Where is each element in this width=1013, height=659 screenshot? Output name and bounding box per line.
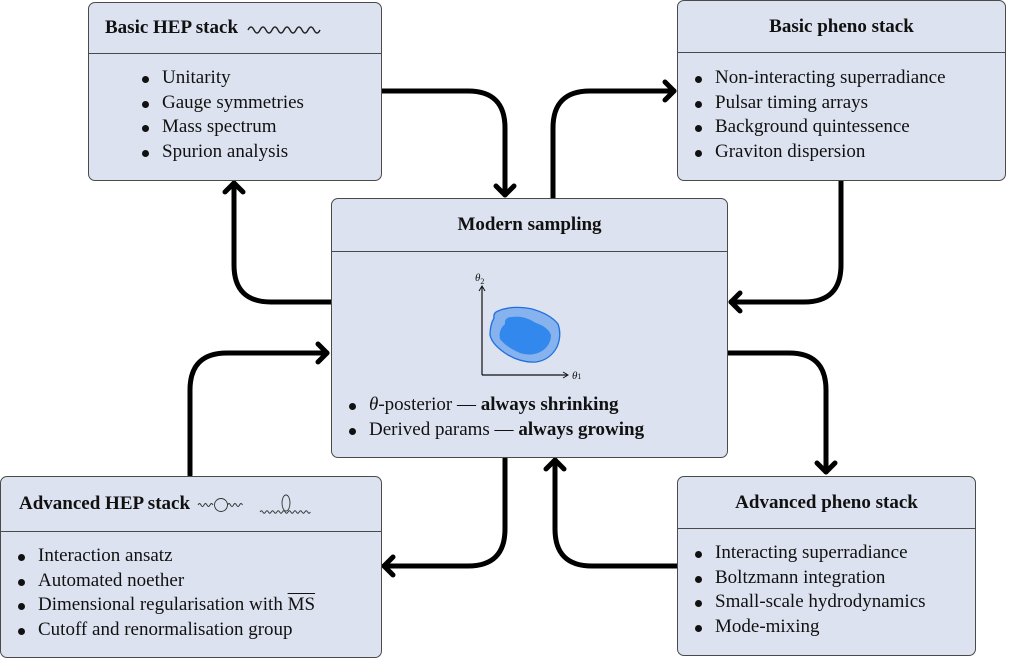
x-axis-arrowhead-icon: [562, 371, 569, 379]
arrowhead-left-icon: [728, 290, 743, 314]
arrowhead-right-icon: [662, 79, 677, 103]
arrowhead-up-icon: [543, 457, 567, 472]
list-item: θ-posterior — always shrinking: [346, 393, 644, 418]
arrowhead-right-icon: [315, 341, 330, 365]
node-header: Basic pheno stack: [678, 1, 1005, 53]
node-header: Modern sampling: [332, 199, 727, 252]
item-list: θ-posterior — always shrinking Derived p…: [346, 393, 644, 442]
item-list: Unitarity Gauge symmetries Mass spectrum…: [139, 66, 304, 165]
list-item: Automated noether: [15, 569, 315, 594]
y-axis-label: θ2: [475, 272, 484, 286]
edge-basic-pheno-to-modern-sampling: [728, 178, 844, 305]
node-header: Advanced HEP stack: [1, 477, 381, 532]
list-item: Interacting superradiance: [692, 541, 926, 566]
list-item: Mass spectrum: [139, 115, 304, 140]
list-item: Non-interacting superradiance: [692, 66, 946, 91]
node-title: Basic HEP stack: [105, 17, 239, 38]
node-modern-sampling: Modern sampling θ2 θ21 θ-posterior — alw…: [331, 198, 728, 458]
edge-advanced-pheno-to-modern-sampling: [552, 457, 680, 569]
edge-modern-sampling-to-advanced-hep: [381, 455, 508, 569]
item-emphasis: always growing: [518, 418, 645, 440]
item-list: Interaction ansatz Automated noether Dim…: [15, 544, 315, 643]
node-header: Advanced pheno stack: [678, 477, 975, 529]
node-advanced-pheno-stack: Advanced pheno stack Interacting superra…: [677, 476, 976, 656]
item-list: Non-interacting superradiance Pulsar tim…: [692, 66, 946, 165]
theta-symbol: θ: [369, 394, 379, 415]
edge-modern-sampling-to-basic-hep: [231, 180, 334, 305]
list-item: Background quintessence: [692, 115, 946, 140]
node-basic-hep-stack: Basic HEP stack Unitarity Gauge symmetri…: [88, 2, 382, 181]
list-item: Derived params — always growing: [346, 418, 644, 443]
item-text: -posterior —: [378, 394, 481, 415]
list-item: Small-scale hydrodynamics: [692, 590, 926, 615]
list-item: Cutoff and renormalisation group: [15, 618, 315, 643]
tadpole-diagram-icon: [259, 494, 311, 514]
item-list: Interacting superradiance Boltzmann inte…: [692, 541, 926, 640]
list-item: Interaction ansatz: [15, 544, 315, 569]
list-item: Graviton dispersion: [692, 140, 946, 165]
inner-contour: [499, 316, 551, 355]
list-item: Spurion analysis: [139, 140, 304, 165]
x-axis-label: θ21: [572, 370, 581, 382]
node-title: Advanced HEP stack: [19, 493, 191, 514]
list-item: Mode-mixing: [692, 615, 926, 640]
node-advanced-hep-stack: Advanced HEP stack Interaction ansatz Au…: [0, 476, 382, 658]
edge-advanced-hep-to-modern-sampling: [187, 350, 330, 478]
edge-modern-sampling-to-advanced-pheno: [725, 350, 829, 475]
edge-basic-hep-to-modern-sampling: [378, 88, 508, 198]
y-axis-arrowhead-icon: [478, 285, 486, 292]
node-title: Advanced pheno stack: [735, 491, 918, 513]
edge-modern-sampling-to-basic-pheno: [550, 88, 677, 202]
posterior-contour-icon: θ2 θ21: [475, 272, 581, 382]
list-item: Dimensional regularisation with MS: [15, 593, 315, 618]
arrowhead-down-icon: [493, 183, 517, 198]
item-text: Derived params —: [369, 418, 519, 440]
list-item: Boltzmann integration: [692, 566, 926, 591]
list-item: Pulsar timing arrays: [692, 91, 946, 116]
list-item: Gauge symmetries: [139, 91, 304, 116]
node-title: Modern sampling: [457, 214, 602, 235]
wavy-propagator-icon: [247, 26, 321, 34]
arrowhead-down-icon: [814, 460, 838, 475]
item-emphasis: always shrinking: [480, 394, 619, 415]
node-header: Basic HEP stack: [89, 3, 381, 54]
loop-diagram-icon: [197, 498, 243, 512]
ms-bar-symbol: MS: [287, 594, 316, 616]
node-basic-pheno-stack: Basic pheno stack Non-interacting superr…: [677, 0, 1006, 181]
node-title: Basic pheno stack: [769, 15, 914, 37]
arrowhead-left-icon: [381, 554, 396, 578]
item-text: Dimensional regularisation with: [38, 594, 288, 616]
arrowhead-up-icon: [222, 180, 246, 195]
list-item: Unitarity: [139, 66, 304, 91]
